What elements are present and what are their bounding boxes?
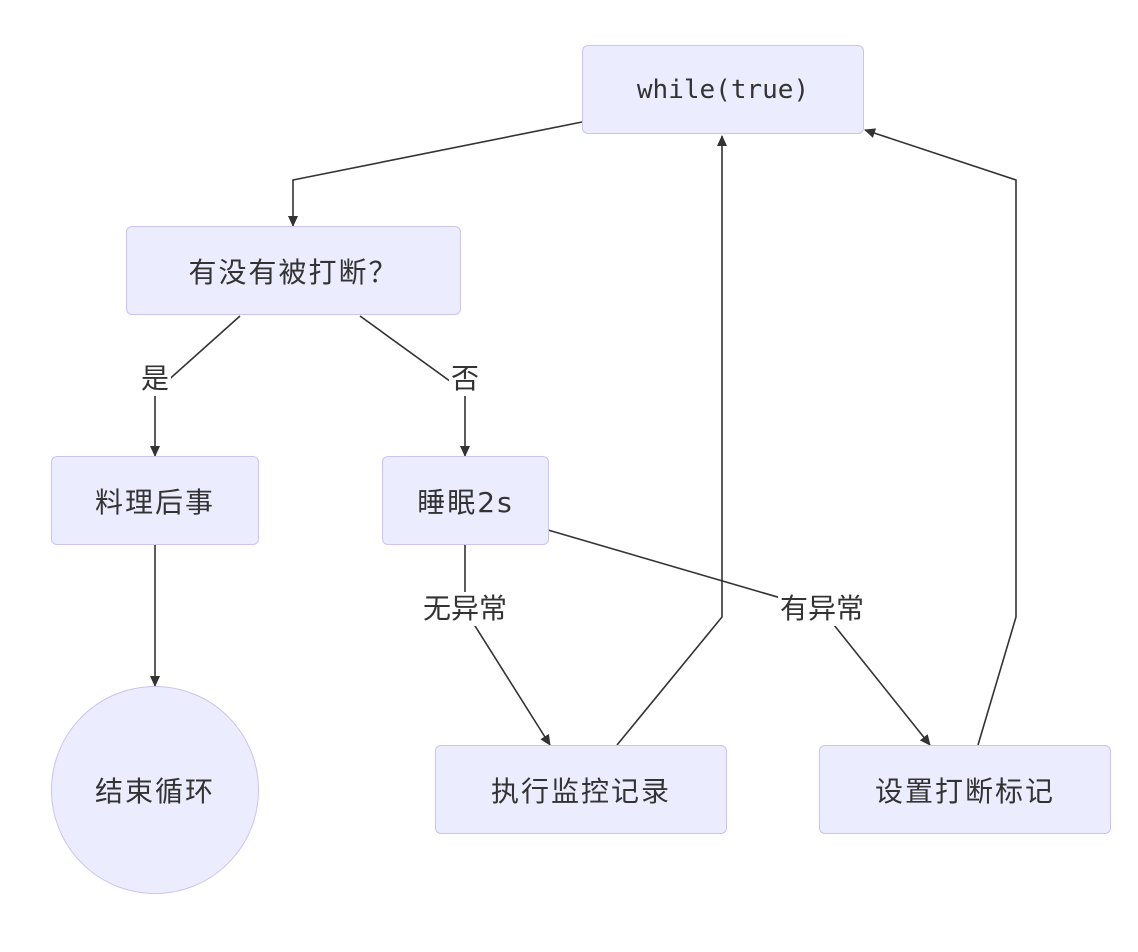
- while-true-node: while(true): [582, 45, 864, 134]
- edge-mark-to-loop: [864, 128, 1017, 746]
- sleep-node: 睡眠2s: [382, 456, 549, 545]
- edge-loop-to-check: [288, 121, 583, 227]
- interrupted-check-node: 有没有被打断？: [126, 226, 461, 315]
- edge-label-exception: 有异常: [777, 592, 867, 626]
- edge-label-no: 否: [448, 362, 482, 396]
- end-loop-node: 结束循环: [51, 686, 259, 894]
- edge-sleep-to-mark: [547, 529, 931, 746]
- record-monitor-node: 执行监控记录: [435, 745, 727, 834]
- set-interrupt-flag-node: 设置打断标记: [819, 745, 1111, 834]
- edge-record-to-loop: [616, 135, 727, 746]
- edge-label-yes: 是: [138, 362, 172, 396]
- edge-sleep-to-record: [464, 545, 551, 746]
- edge-label-no-exception: 无异常: [420, 592, 510, 626]
- cleanup-node: 料理后事: [51, 456, 259, 545]
